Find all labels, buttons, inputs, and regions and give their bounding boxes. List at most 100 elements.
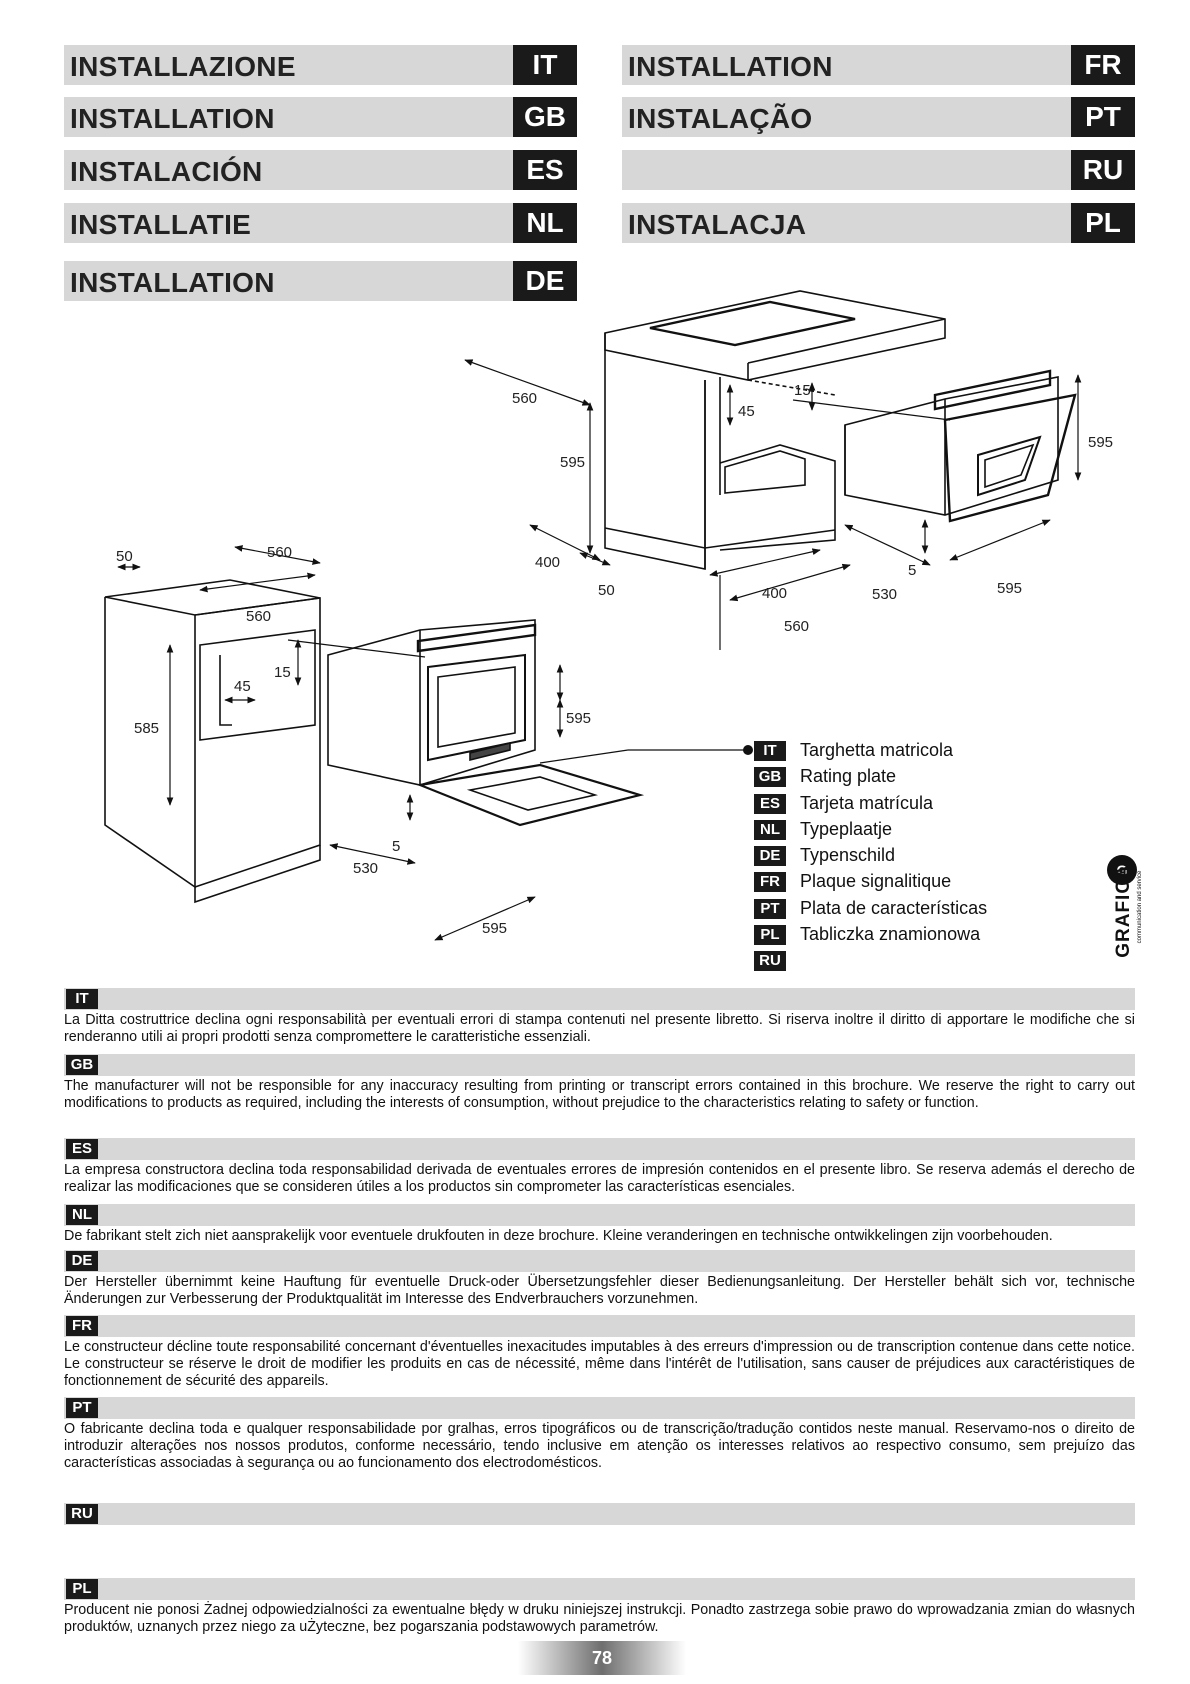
language-code-badge: PL — [1071, 203, 1135, 243]
header-bar-it: INSTALLAZIONE IT — [64, 45, 577, 85]
language-code-badge: GB — [513, 97, 577, 137]
legend-label: Tarjeta matrícula — [800, 792, 934, 813]
dim-label: 530 — [872, 586, 897, 603]
dim-label: 595 — [997, 580, 1022, 597]
disclaimer-text: The manufacturer will not be responsible… — [64, 1078, 1135, 1111]
language-code-badge: FR — [754, 872, 786, 893]
dim-label: 15 — [794, 382, 811, 399]
language-code-badge: ES — [66, 1139, 98, 1159]
dimension-lines-left — [117, 545, 748, 941]
language-code-badge: NL — [754, 819, 786, 840]
page-number-bar: 78 — [518, 1641, 686, 1675]
disclaimer-text: Producent nie ponosi Żadnej odpowiedzial… — [64, 1602, 1135, 1635]
header-title: INSTALLATIE — [70, 209, 252, 240]
dim-label: 560 — [267, 544, 292, 561]
section-bar: FR — [64, 1315, 1135, 1337]
undercounter-cabinet-drawing — [604, 290, 1077, 570]
legend-label: Plata de características — [800, 897, 988, 918]
header-bar-es: INSTALACIÓN ES — [64, 150, 577, 190]
section-bar: PT — [64, 1397, 1135, 1419]
section-bar: ES — [64, 1138, 1135, 1160]
language-code-badge: RU — [1071, 150, 1135, 190]
header-title: INSTALLATION — [628, 51, 833, 82]
disclaimer-section-fr: FR Le constructeur décline toute respons… — [64, 1315, 1135, 1390]
disclaimer-text: La Ditta costruttrice declina ogni respo… — [64, 1012, 1135, 1045]
grafica-logo: G GRAFICA communication and service — [1104, 852, 1143, 982]
dim-label: 560 — [246, 608, 271, 625]
disclaimer-section-nl: NL De fabrikant stelt zich niet aansprak… — [64, 1204, 1135, 1245]
dim-label: 400 — [762, 585, 787, 602]
section-bar: IT — [64, 988, 1135, 1010]
disclaimer-section-es: ES La empresa constructora declina toda … — [64, 1138, 1135, 1196]
header-bar-pl: INSTALACJA PL — [622, 203, 1135, 243]
header-title: INSTALACJA — [628, 209, 807, 240]
dim-label: 400 — [535, 554, 560, 571]
language-code-badge: FR — [1071, 45, 1135, 85]
dim-label: 45 — [234, 678, 251, 695]
disclaimer-text: Der Hersteller übernimmt keine Hauftung … — [64, 1274, 1135, 1307]
header-bar-fr: INSTALLATION FR — [622, 45, 1135, 85]
language-code-badge: DE — [513, 261, 577, 301]
header-bar-nl: INSTALLATIE NL — [64, 203, 577, 243]
language-code-badge: PL — [754, 925, 786, 946]
grafica-logo-mark-icon: G — [1107, 855, 1137, 885]
dim-label: 5 — [908, 562, 916, 579]
legend-label: Typeplaatje — [800, 818, 893, 839]
section-bar: NL — [64, 1204, 1135, 1226]
language-code-badge: DE — [66, 1251, 98, 1271]
disclaimer-section-de: DE Der Hersteller übernimmt keine Hauftu… — [64, 1250, 1135, 1308]
disclaimer-section-gb: GB The manufacturer will not be responsi… — [64, 1054, 1135, 1112]
legend-label: Tabliczka znamionowa — [800, 924, 981, 945]
language-code-badge: GB — [66, 1055, 98, 1075]
disclaimer-text: De fabrikant stelt zich niet aansprakeli… — [64, 1228, 1053, 1244]
disclaimer-section-pl: PL Producent nie ponosi Żadnej odpowiedz… — [64, 1578, 1135, 1636]
disclaimer-text: O fabricante declina toda e qualquer res… — [64, 1421, 1135, 1471]
logo-brand-text: GRAFICA — [1113, 864, 1134, 958]
header-bar-pt: INSTALAÇÃO PT — [622, 97, 1135, 137]
dim-label: 15 — [274, 664, 291, 681]
dim-label: 560 — [784, 618, 809, 635]
header-bar-ru: RU — [622, 150, 1135, 190]
dim-label: 595 — [560, 454, 585, 471]
language-code-badge: NL — [66, 1205, 98, 1225]
dim-label: 45 — [738, 403, 755, 420]
language-code-badge: FR — [66, 1316, 98, 1336]
dim-label: 585 — [134, 720, 159, 737]
dim-label: 50 — [598, 582, 615, 599]
language-code-badge: PT — [1071, 97, 1135, 137]
dim-label: 595 — [482, 920, 507, 937]
dim-label: 5 — [392, 838, 400, 855]
language-code-badge: NL — [513, 203, 577, 243]
header-title: INSTALACIÓN — [70, 156, 263, 187]
legend-label: Targhetta matricola — [800, 740, 954, 760]
disclaimer-text: La empresa constructora declina toda res… — [64, 1162, 1135, 1195]
language-code-badge: ES — [754, 793, 786, 814]
disclaimer-text: Le constructeur décline toute responsabi… — [64, 1339, 1135, 1389]
header-title: INSTALLAZIONE — [70, 51, 296, 82]
dimension-lines-top — [464, 359, 1082, 650]
dim-label: 595 — [566, 710, 591, 727]
header-title: INSTALLATION — [70, 103, 275, 134]
language-code-badge: IT — [513, 45, 577, 85]
header-title: INSTALAÇÃO — [628, 103, 813, 134]
language-code-badge: PL — [66, 1579, 98, 1599]
disclaimer-section-pt: PT O fabricante declina toda e qualquer … — [64, 1397, 1135, 1472]
language-code-badge: RU — [66, 1504, 98, 1524]
section-bar: DE — [64, 1250, 1135, 1272]
header-bar-gb: INSTALLATION GB — [64, 97, 577, 137]
language-code-badge: IT — [754, 741, 786, 761]
language-code-badge: IT — [66, 989, 98, 1009]
installation-diagram: 560 595 400 50 15 45 595 5 530 595 400 5… — [104, 290, 1113, 941]
legend-label: Typenschild — [800, 845, 896, 866]
section-bar: PL — [64, 1578, 1135, 1600]
disclaimer-section-ru: RU — [64, 1503, 1135, 1527]
header-title: INSTALLATION — [70, 267, 275, 298]
section-bar: RU — [64, 1503, 1135, 1525]
legend-label: Rating plate — [800, 766, 897, 787]
section-bar: GB — [64, 1054, 1135, 1076]
language-code-badge: PT — [66, 1398, 98, 1418]
dim-label: 560 — [512, 390, 537, 407]
header-bar-de: INSTALLATION DE — [64, 261, 577, 301]
dim-label: 595 — [1088, 434, 1113, 451]
rating-plate-marker — [743, 745, 753, 755]
